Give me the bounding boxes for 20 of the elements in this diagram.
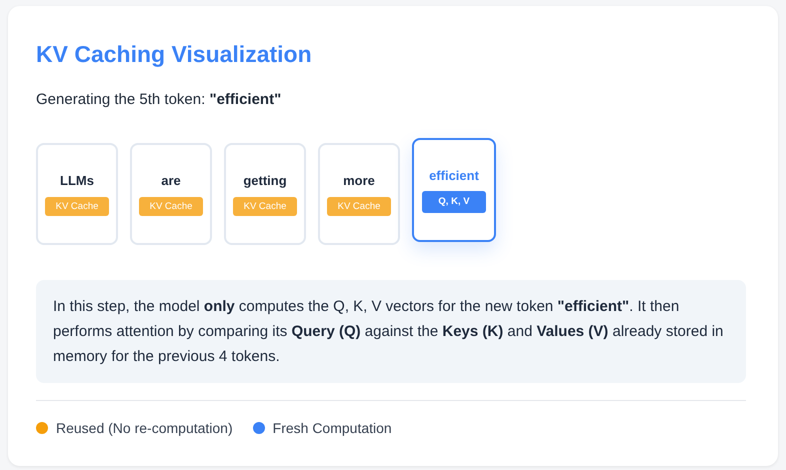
token-tag: Q, K, V (422, 190, 486, 212)
token-card (36, 143, 118, 245)
token-card (130, 143, 212, 245)
token-card (412, 138, 496, 242)
token-word: more (343, 172, 375, 188)
token-tag: KV Cache (327, 196, 391, 216)
legend-label: Reused (No re-computation) (56, 419, 233, 438)
token-word: getting (243, 172, 287, 188)
token-card (318, 143, 400, 245)
token-word: efficient (429, 168, 479, 184)
token-word: are (161, 172, 181, 188)
token-card (224, 143, 306, 245)
subtitle-text: Generating the 5th token: "efficient" (36, 90, 282, 110)
legend-label: Fresh Computation (272, 419, 392, 438)
token-tag: KV Cache (45, 196, 109, 216)
token-tag: KV Cache (233, 196, 297, 216)
token-tag: KV Cache (139, 196, 203, 216)
token-word: LLMs (60, 172, 94, 188)
title-heading: KV Caching Visualization (36, 40, 312, 69)
info-text: In this step, the model only computes the Q, K, V vectors for the new token "efficient". It then performs attention by comparing its Query (Q) against the Keys (K) and Values (V) already stored in memory for the previous 4 tokens. (53, 297, 724, 367)
